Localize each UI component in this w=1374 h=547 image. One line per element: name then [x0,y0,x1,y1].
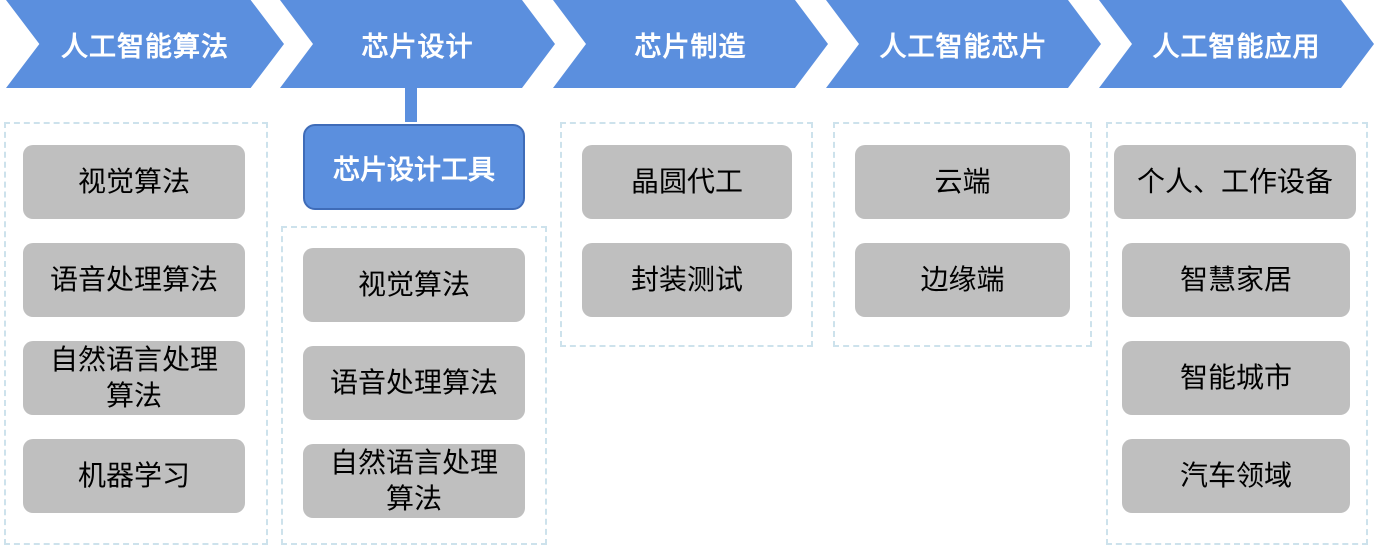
chips-item: 云端 [855,145,1070,219]
applications-item: 智能城市 [1122,341,1350,415]
chips-item: 边缘端 [855,243,1070,317]
chips-frame [833,122,1092,347]
applications-frame [1106,122,1368,545]
stage-ai-algorithm: 人工智能算法 [6,0,284,88]
manufacturing-item: 晶圆代工 [582,145,792,219]
algorithms-frame [4,122,268,545]
design-item: 语音处理算法 [303,346,525,420]
stage-chip-design: 芯片设计 [280,0,555,88]
stage-ai-chip: 人工智能芯片 [826,0,1101,88]
applications-item: 个人、工作设备 [1114,145,1356,219]
manufacturing-frame [560,122,813,347]
design-item: 自然语言处理 算法 [303,444,525,518]
algorithms-item: 机器学习 [23,439,245,513]
manufacturing-item: 封装测试 [582,243,792,317]
design-frame [281,226,547,545]
applications-item: 智慧家居 [1122,243,1350,317]
algorithms-item: 语音处理算法 [23,243,245,317]
design-connector [405,88,417,122]
chip-design-tool-box: 芯片设计工具 [303,124,525,210]
design-item: 视觉算法 [303,248,525,322]
algorithms-item: 视觉算法 [23,145,245,219]
algorithms-item: 自然语言处理 算法 [23,341,245,415]
applications-item: 汽车领域 [1122,439,1350,513]
stage-chip-manufacturing: 芯片制造 [553,0,828,88]
stage-ai-application: 人工智能应用 [1099,0,1374,88]
